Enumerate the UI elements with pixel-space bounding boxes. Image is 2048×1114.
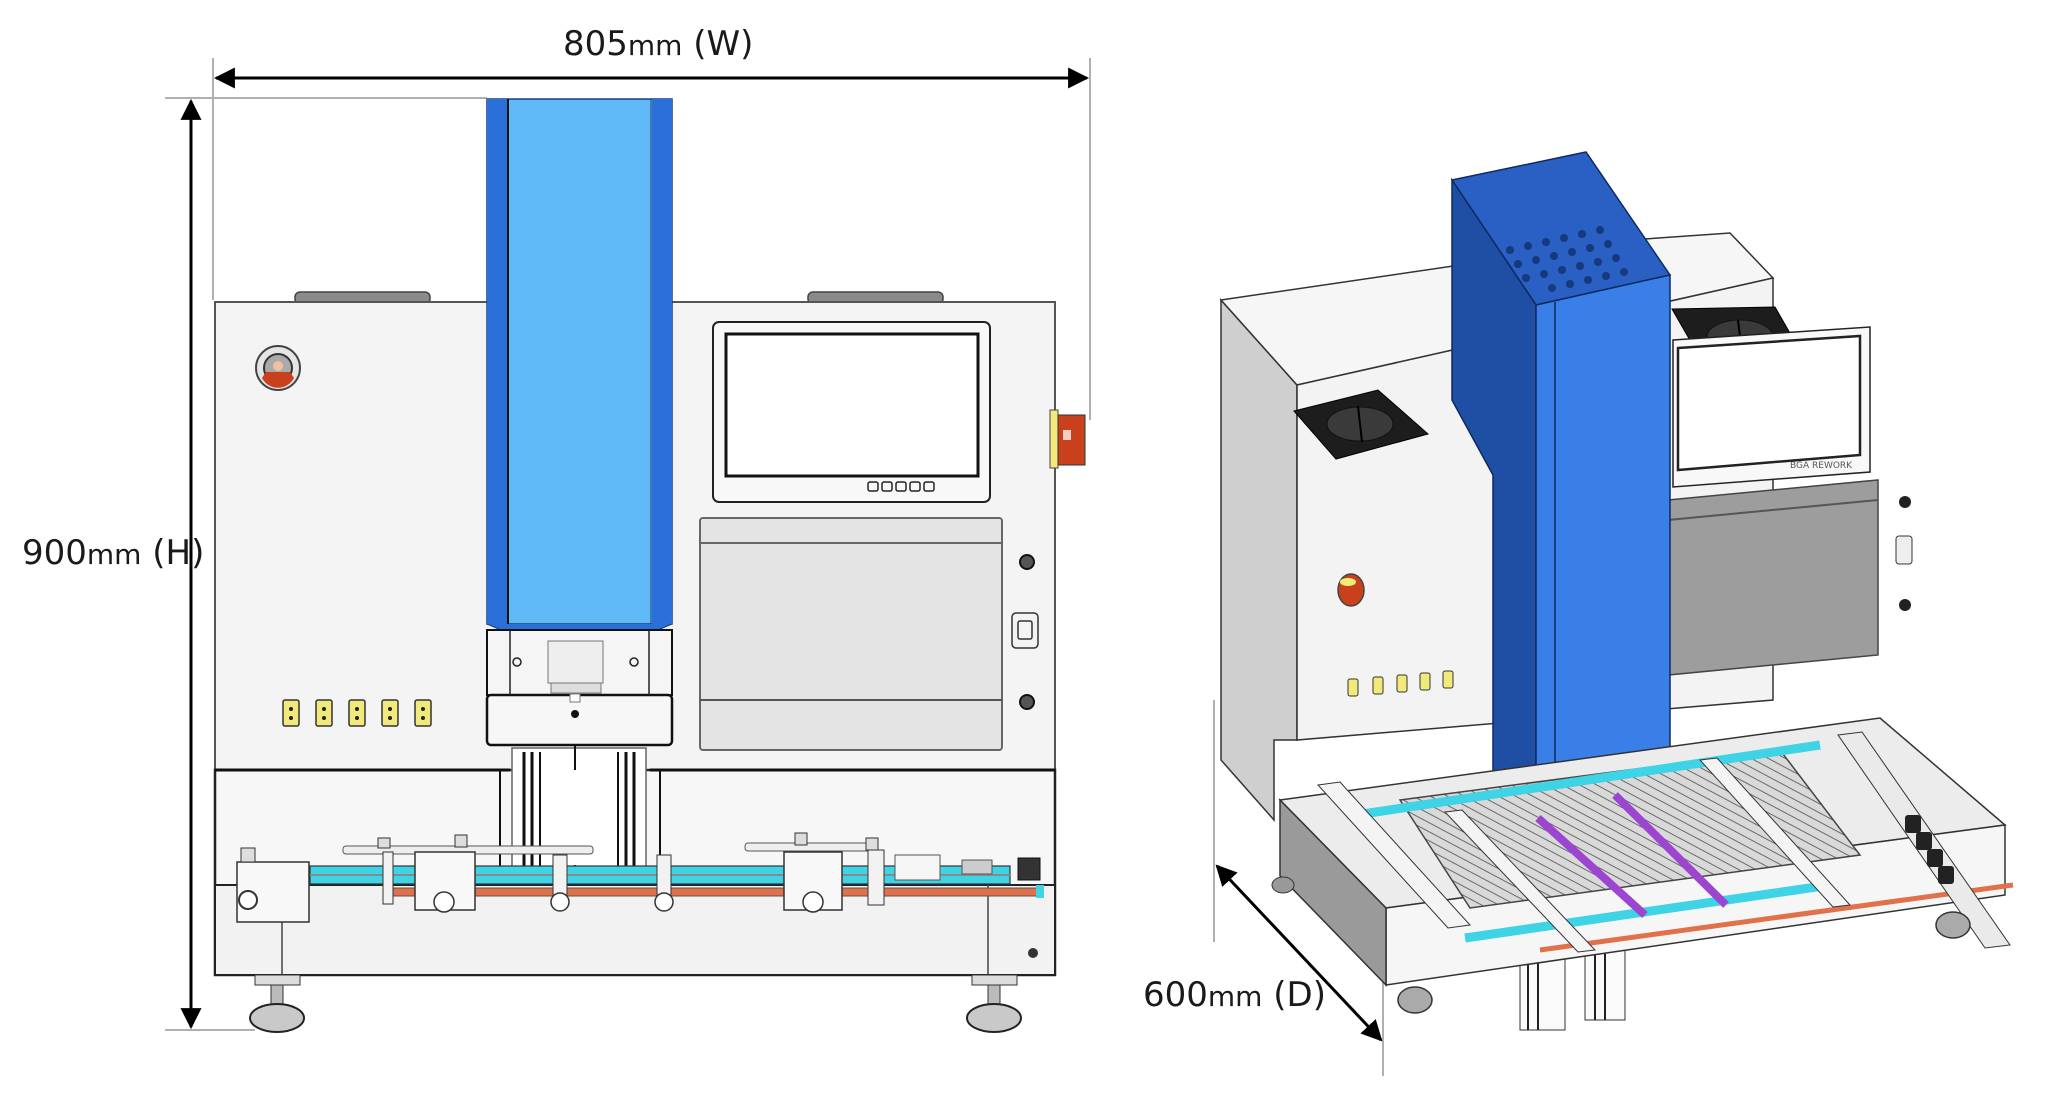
iso-clamp-left xyxy=(1535,815,1648,918)
iso-fan-left-icon xyxy=(1293,389,1430,460)
height-dimension-label: 900mm (H) xyxy=(22,533,204,573)
emergency-stop-icon xyxy=(255,345,301,391)
thermocouple-indicators xyxy=(282,699,432,727)
display-keypad xyxy=(867,481,935,492)
width-unit: mm xyxy=(627,29,683,62)
iso-heater-column xyxy=(1450,151,1672,896)
front-view xyxy=(213,98,1086,1033)
heater-head xyxy=(485,629,674,747)
iso-rail-front xyxy=(1464,880,1831,943)
width-dimension-label: 805mm (W) xyxy=(563,24,753,64)
pcb-rail-assembly xyxy=(236,832,1044,923)
height-axis: (H) xyxy=(152,533,205,573)
dimension-guides xyxy=(165,58,1384,1076)
depth-value: 600 xyxy=(1143,975,1208,1015)
iso-screen-caption: BGA REWORK xyxy=(1790,461,1853,471)
side-emergency-stop-icon xyxy=(1049,409,1086,469)
iso-end-block-left xyxy=(1316,781,1472,929)
iso-estop-button xyxy=(1337,573,1365,607)
iso-base-side xyxy=(1279,798,1387,987)
iso-display: BGA REWORK xyxy=(1672,326,1871,488)
leveling-foot-left xyxy=(249,974,305,1033)
iso-usb-port-icon xyxy=(1895,535,1913,565)
iso-vent-holes xyxy=(1506,226,1628,292)
iso-slider-right xyxy=(1698,757,1852,908)
height-unit: mm xyxy=(86,538,142,571)
touch-display xyxy=(712,321,991,503)
depth-dimension-label: 600mm (D) xyxy=(1143,975,1326,1015)
iso-knob-top xyxy=(1899,496,1911,508)
iso-cabinet-side xyxy=(1220,298,1298,822)
height-value: 900 xyxy=(22,533,87,573)
width-axis: (W) xyxy=(693,24,754,64)
depth-unit: mm xyxy=(1207,980,1263,1013)
z-axis-guide xyxy=(499,745,661,880)
iso-rail-front-orange xyxy=(1539,882,2014,953)
usb-port-icon xyxy=(1011,612,1039,649)
iso-knobs xyxy=(1905,815,1954,884)
depth-axis: (D) xyxy=(1273,975,1326,1015)
heater-column xyxy=(486,98,673,634)
leveling-foot-right xyxy=(966,974,1022,1033)
iso-clamp-right xyxy=(1612,792,1729,908)
knob-top xyxy=(1019,554,1035,570)
iso-rail-back xyxy=(1355,740,1821,820)
width-value: 805 xyxy=(563,24,628,64)
depth-arrow xyxy=(1215,864,1383,1042)
base-plinth xyxy=(214,884,1056,976)
front-access-panel xyxy=(699,517,1003,751)
isometric-view: BGA REWORK xyxy=(1219,151,2014,1031)
iso-knob-bottom xyxy=(1899,599,1911,611)
base-screw xyxy=(1028,948,1038,958)
iso-foot-back-left xyxy=(1271,876,1295,894)
knob-bottom xyxy=(1019,694,1035,710)
iso-slider-left xyxy=(1443,809,1597,953)
iso-thermocouple-indicators xyxy=(1347,670,1454,697)
iso-foot-front-right xyxy=(1935,911,1971,939)
iso-foot-front-left xyxy=(1397,986,1433,1014)
